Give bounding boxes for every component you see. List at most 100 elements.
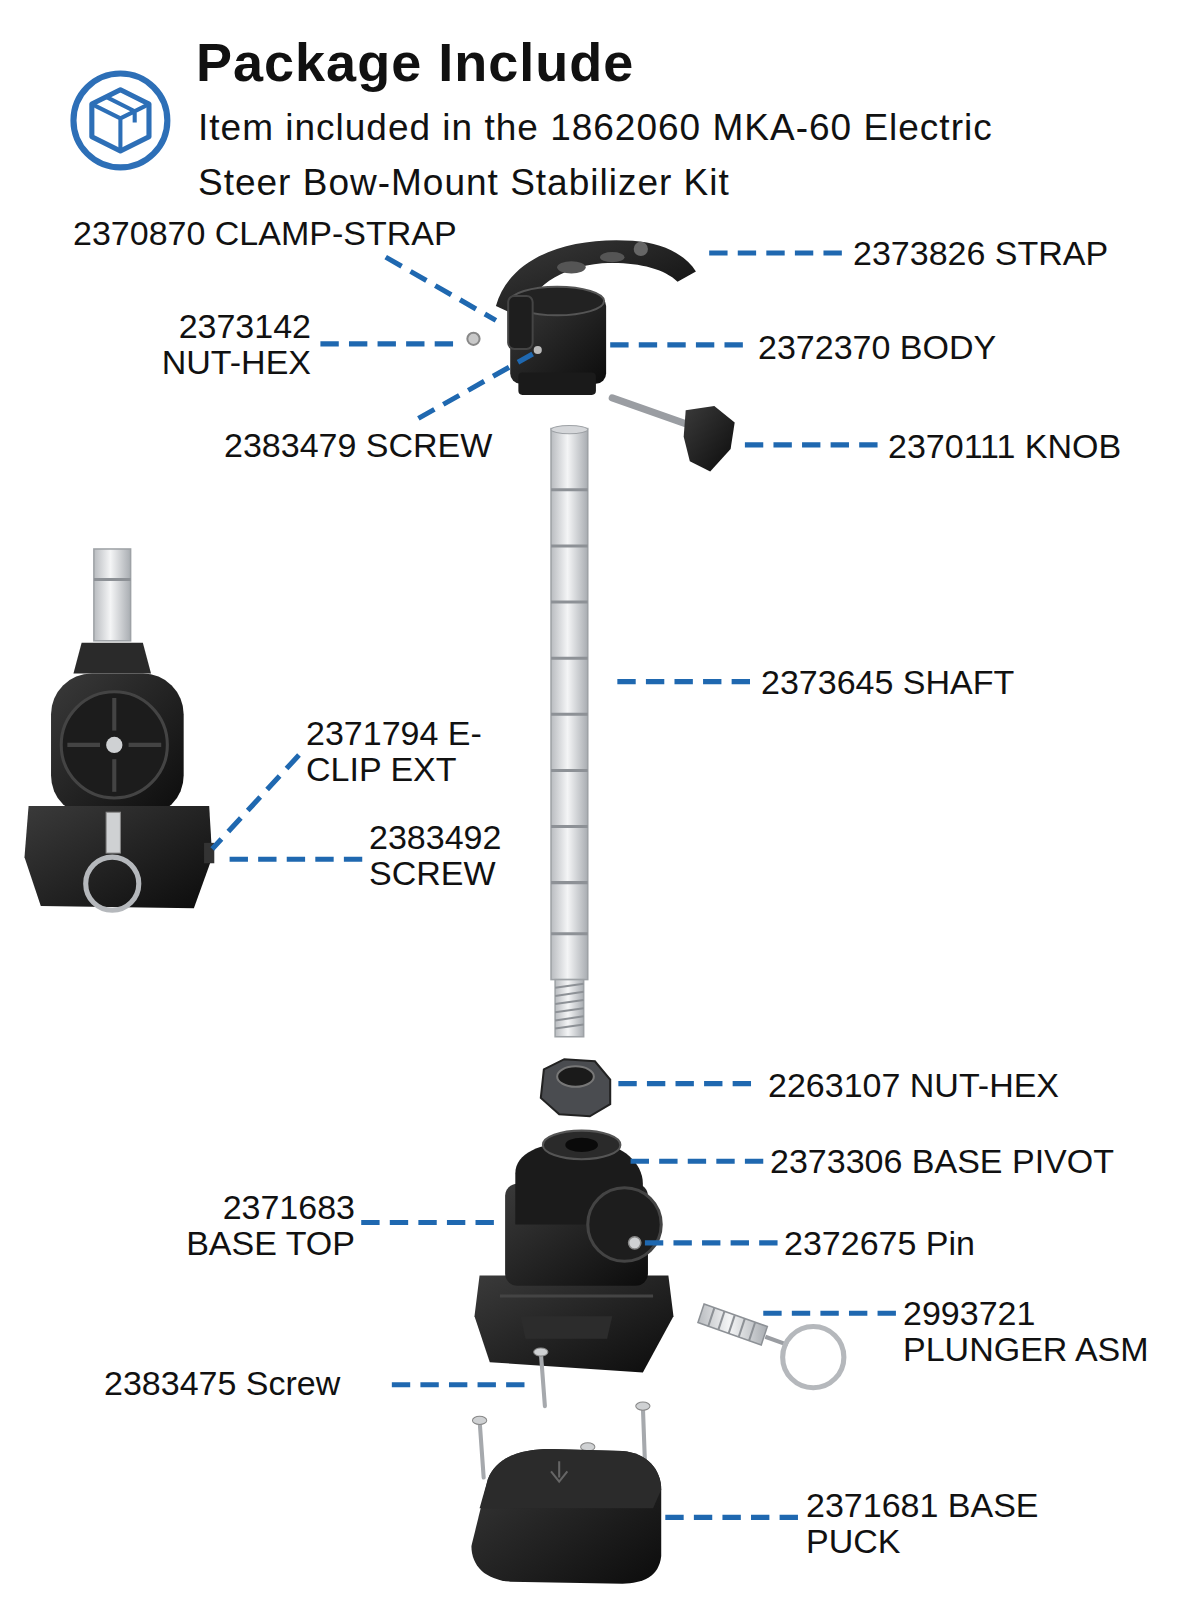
plunger-part-part [718, 1311, 724, 1329]
plunger-part-part [749, 1322, 755, 1340]
leader-lines-part [386, 257, 496, 320]
part-label: 2372370 BODY [758, 329, 996, 365]
base-assembly [474, 1131, 673, 1373]
side-assembly-part [61, 692, 167, 798]
shaft-part [551, 490, 588, 934]
clamp-assembly-part [508, 296, 532, 349]
package-icon-part [92, 90, 149, 151]
part-label: 2263107 NUT-HEX [768, 1067, 1059, 1103]
hex-nut-part [541, 1059, 610, 1116]
base-puck [471, 1449, 661, 1584]
side-assembly-part-part [67, 743, 100, 747]
leader-lines-part [320, 341, 459, 346]
plunger-part [783, 1327, 844, 1388]
part-label: 2371681 BASE PUCK [806, 1487, 1046, 1559]
part-label: 2370870 CLAMP-STRAP [73, 215, 457, 251]
shaft-part-part [551, 601, 588, 604]
shaft-part-part [555, 1008, 584, 1012]
side-assembly-part [67, 698, 161, 792]
clamp-assembly-part [600, 252, 624, 262]
leader-lines-part [709, 251, 842, 256]
clamp-assembly-part [612, 398, 694, 427]
shaft-part [551, 426, 588, 434]
plunger-part [698, 1304, 767, 1345]
screw-heads-part [636, 1402, 650, 1410]
side-assembly-part [73, 643, 151, 674]
shaft-part-part [551, 488, 588, 491]
subtitle: Item included in the 1862060 MKA-60 Elec… [198, 100, 1028, 210]
side-assembly-part-part [129, 743, 162, 747]
base-assembly-part [588, 1188, 661, 1261]
leader-lines-part [230, 857, 363, 862]
shaft-part-part [551, 713, 588, 716]
clamp-assembly [467, 240, 734, 471]
part-label: 2371683 BASE TOP [145, 1189, 355, 1261]
part-label: 2371794 E-CLIP EXT [306, 715, 546, 787]
package-icon-part [73, 73, 167, 167]
base-assembly-part [565, 1138, 598, 1152]
clamp-assembly-part [684, 406, 735, 471]
shaft-part-part [555, 1024, 584, 1028]
side-assembly-part [51, 673, 184, 816]
side-assembly [24, 549, 214, 910]
side-assembly-part [106, 812, 120, 853]
base-puck-part [471, 1449, 661, 1584]
shaft-part [555, 984, 584, 1029]
side-assembly-part [94, 549, 131, 641]
base-puck-part [551, 1461, 567, 1481]
part-label: 2372675 Pin [784, 1225, 975, 1261]
base-puck-part [480, 1449, 662, 1508]
part-label: 2383492 SCREW [369, 819, 539, 891]
screw-heads-part [472, 1416, 486, 1424]
shaft-part-part [551, 932, 588, 935]
hex-nut-part [557, 1066, 594, 1086]
side-assembly-part [86, 857, 139, 910]
screws-part [480, 1420, 484, 1477]
part-label: 2383475 Screw [104, 1365, 340, 1401]
clamp-assembly-part [557, 261, 586, 273]
leader-lines-part [610, 342, 747, 347]
screws-part [541, 1352, 545, 1406]
plunger [698, 1304, 844, 1388]
plunger-part-part [708, 1308, 714, 1326]
base-assembly-part [500, 1294, 653, 1297]
part-label: 2373142 NUT-HEX [101, 308, 311, 380]
leader-lines-part [665, 1515, 799, 1520]
title: Package Include [196, 30, 634, 94]
shaft-part-part [551, 544, 588, 547]
side-assembly-part-part [112, 698, 116, 731]
leader-lines-part [631, 1159, 764, 1164]
leader-lines-part [745, 442, 878, 447]
screw-heads [472, 1348, 650, 1451]
plunger-part-part [729, 1315, 735, 1333]
leader-lines [212, 253, 896, 1517]
leader-lines-part [212, 755, 299, 849]
part-label: 2370111 KNOB [888, 428, 1121, 464]
base-assembly-part [520, 1316, 612, 1338]
screw-heads-part [581, 1443, 595, 1451]
part-label: 2373826 STRAP [853, 235, 1108, 271]
plunger-part-part [739, 1318, 745, 1336]
shaft-part-part [551, 657, 588, 660]
clamp-assembly-part [634, 242, 648, 256]
package-icon-part [92, 97, 149, 151]
part-label: 2373645 SHAFT [761, 664, 1014, 700]
shaft [551, 426, 588, 1037]
leader-lines-part [418, 354, 532, 418]
clamp-assembly-part [534, 346, 542, 354]
screws-part [643, 1406, 645, 1461]
base-assembly-part [474, 1276, 673, 1373]
package-icon [73, 73, 167, 167]
clamp-assembly-part [518, 372, 596, 394]
screw-heads-part [534, 1348, 548, 1356]
side-assembly-part [106, 737, 122, 753]
part-label: 2993721 PLUNGER ASM [903, 1295, 1168, 1367]
hex-nut [541, 1059, 610, 1116]
plunger-part [708, 1308, 755, 1341]
part-label: 2383479 SCREW [224, 427, 492, 463]
leader-lines-part [763, 1311, 896, 1316]
side-assembly-part [94, 578, 131, 581]
leader-lines-part [392, 1382, 525, 1387]
shaft-part-part [551, 825, 588, 828]
shaft-part-part [555, 1016, 584, 1020]
